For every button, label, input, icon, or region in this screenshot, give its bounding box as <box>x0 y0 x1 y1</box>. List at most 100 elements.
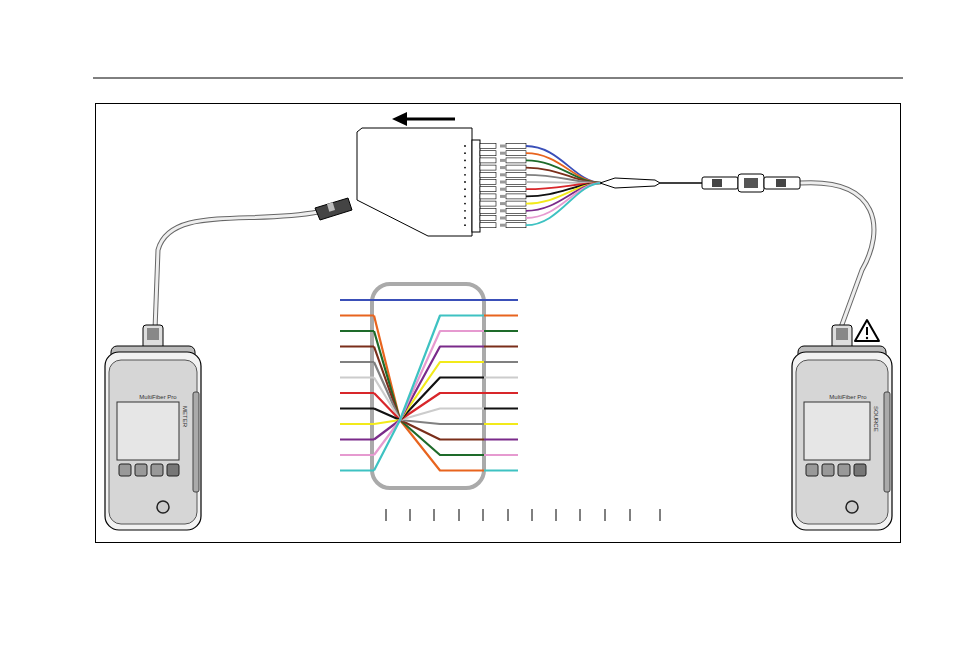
fiber-trace <box>374 362 484 424</box>
lc-ferrule <box>500 202 506 205</box>
fiber <box>526 175 602 183</box>
fiber-trace <box>374 316 484 471</box>
fiber-trace <box>484 469 518 471</box>
power-button <box>846 501 858 513</box>
lc-ferrule <box>500 209 506 212</box>
fiber-trace <box>484 299 518 301</box>
fiber-trace <box>484 423 518 425</box>
lc-port <box>480 165 496 170</box>
fiber-trace <box>340 407 374 409</box>
mpo-lc-cassette <box>357 128 480 236</box>
fiber <box>526 153 602 183</box>
lc-connector <box>506 144 526 149</box>
lc-port <box>480 216 496 221</box>
fiber-trace <box>484 314 518 316</box>
tick <box>508 509 509 521</box>
fiber-trace <box>484 392 518 394</box>
soft-key <box>167 464 179 476</box>
port-dot <box>464 145 466 147</box>
port-dot <box>464 224 466 226</box>
port-dot <box>464 188 466 190</box>
lc-ferrule <box>500 159 506 162</box>
port-latch <box>836 328 848 340</box>
lc-port <box>480 208 496 213</box>
fiber-trace <box>374 347 484 440</box>
fiber-trace <box>374 347 484 440</box>
tick <box>605 509 606 521</box>
lc-connector <box>506 223 526 228</box>
soft-key <box>806 464 818 476</box>
fiber-trace <box>484 345 518 347</box>
fiber-trace <box>374 378 484 421</box>
soft-key <box>838 464 850 476</box>
figure-frame <box>96 104 901 543</box>
tick <box>459 509 460 521</box>
port-dot <box>464 174 466 176</box>
fiber-trace <box>340 330 374 332</box>
port-dot <box>464 160 466 162</box>
tick <box>434 509 435 521</box>
fanout-fibers <box>526 146 602 225</box>
tick <box>580 509 581 521</box>
tester-body <box>105 352 201 530</box>
port-dot <box>464 217 466 219</box>
lc-connector <box>506 201 526 206</box>
fiber-trace <box>340 314 374 316</box>
device-label: METER <box>181 406 188 427</box>
fiber-trace <box>340 299 374 301</box>
fiber-trace <box>484 330 518 332</box>
tester-bezel <box>796 360 888 524</box>
mpo-adapter <box>702 174 800 192</box>
soft-key <box>135 464 147 476</box>
port-dot <box>464 181 466 183</box>
side-grip <box>884 392 890 492</box>
port-latch <box>147 328 159 340</box>
patch-cable <box>800 183 874 330</box>
fiber <box>526 160 602 183</box>
patch-cable-core <box>800 183 874 330</box>
side-grip <box>193 392 199 492</box>
port-dot <box>464 196 466 198</box>
fiber <box>526 183 602 225</box>
fiber-trace <box>484 376 518 378</box>
fiber <box>526 146 602 183</box>
warning-symbol <box>855 320 879 341</box>
lc-ferrule <box>500 195 506 198</box>
meter-tester <box>105 325 201 530</box>
fiber-trace <box>374 362 484 424</box>
lc-ports <box>464 144 526 228</box>
patch-cable-core <box>155 212 318 330</box>
lc-ferrule <box>500 145 506 148</box>
lc-connector <box>506 158 526 163</box>
fiber-trace <box>340 454 374 456</box>
lc-connector <box>506 194 526 199</box>
port-dot <box>464 210 466 212</box>
soft-key <box>151 464 163 476</box>
lc-ferrule <box>500 181 506 184</box>
scale-ticks <box>386 509 660 521</box>
soft-key <box>854 464 866 476</box>
fiber-trace <box>340 361 374 363</box>
fiber-trace <box>340 376 374 378</box>
port-dot <box>464 167 466 169</box>
fiber-trace <box>340 423 374 425</box>
tick <box>386 509 387 521</box>
soft-key <box>822 464 834 476</box>
device-label: MultiFiber Pro <box>139 394 176 401</box>
tester-bezel <box>109 360 197 524</box>
tick <box>410 509 411 521</box>
lc-port <box>480 194 496 199</box>
lc-connector <box>506 208 526 213</box>
lc-port <box>480 172 496 177</box>
lc-connector <box>506 216 526 221</box>
lc-ferrule <box>500 166 506 169</box>
tick <box>660 509 661 521</box>
fiber-trace <box>374 378 484 421</box>
lc-connector <box>506 165 526 170</box>
tester-screen <box>804 402 870 460</box>
lc-port <box>480 151 496 156</box>
fiber-trace <box>484 438 518 440</box>
fanout-boot <box>600 178 702 188</box>
tick <box>556 509 557 521</box>
fiber-trace <box>340 392 374 394</box>
